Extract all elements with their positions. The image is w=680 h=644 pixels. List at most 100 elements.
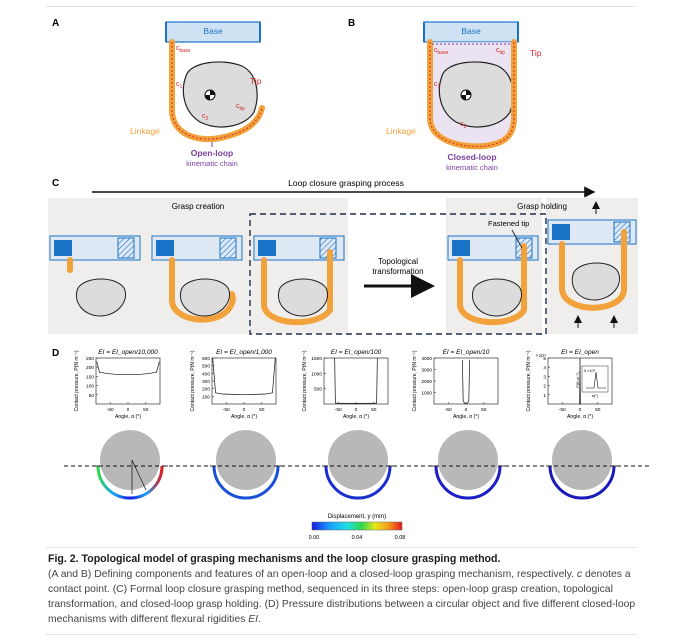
xtick-label-3-1: 0 [465,407,468,413]
xtick-label-2-1: 0 [355,407,358,413]
ytick-label-1-2: 300 [202,379,210,385]
c-tip-label-b: ctip [496,47,505,56]
ytick-label-1-5: 600 [202,356,210,362]
closed-loop-subtitle: kinematic chain [446,163,498,172]
plot-ylabel-4: Contact pressure, P(N m⁻¹) [526,350,532,411]
c2-label-a: c2 [202,113,209,122]
plot-xlabel-3: Angle, α (°) [453,414,479,420]
ytick-label-0-0: 50 [89,393,95,399]
ytick-label-1-0: 100 [202,394,210,400]
c-base-label-b: cbase [434,47,449,56]
ytick-label-4-3: 4 [543,365,546,371]
plot-xlabel-2: Angle, α (°) [343,414,369,420]
ytick-label-0-3: 200 [86,365,94,371]
plot-ylabel-3: Contact pressure, P(N m⁻¹) [412,350,418,411]
ytick-label-1-3: 400 [202,371,210,377]
transformation-box [249,213,547,335]
figure-caption: Fig. 2. Topological model of grasping me… [48,552,638,627]
ytick-label-3-3: 4000 [421,356,432,362]
ytick-label-0-2: 150 [86,374,94,380]
xtick-label-4-1: 0 [579,407,582,413]
ytick-label-3-2: 3000 [421,368,432,374]
caption-title: Fig. 2. Topological model of grasping me… [48,553,501,565]
plot-ylabel-1: Contact pressure, P(N m⁻¹) [190,350,196,411]
ytick-label-1-1: 200 [202,387,210,393]
gripper-step-2 [151,235,243,323]
object-circle-3 [438,430,498,490]
panel-label-a: A [52,18,59,29]
colorbar-tick-0: 0.00 [309,535,320,541]
angle-indicator [131,459,147,491]
deformed-linkage-2 [324,465,392,500]
fastened-tip-label: Fastened tip [488,219,529,228]
inset-axes [581,365,609,393]
ytick-label-3-1: 2000 [421,379,432,385]
ytick-label-2-2: 1500 [311,356,322,362]
c-base-label: cbase [176,45,191,54]
object-circle-0 [100,430,160,490]
object-circle-1 [216,430,276,490]
xtick-label-4-0: -50 [559,407,566,413]
xtick-label-1-0: -50 [223,407,230,413]
open-loop-subtitle: kinematic chain [186,159,238,168]
caption-body: (A and B) Defining components and featur… [48,569,636,625]
deformed-linkage-3 [434,465,502,500]
caption-rule [46,547,636,548]
c1-label-b: c1 [434,81,441,90]
panel-label-b: B [348,18,355,29]
process-label: Loop closure grasping process [288,178,404,188]
ytick-exponent-4: ×10⁴ [536,353,546,359]
plot-title-4: EI = EI_open [561,349,599,356]
ytick-label-3-0: 1000 [421,391,432,397]
plot-axes-3 [433,357,499,405]
panel-c: Loop closure grasping process Grasp crea… [48,178,638,335]
pressure-series-2 [334,357,378,404]
ytick-label-0-4: 250 [86,356,94,362]
colorbar-label: Displacement, y (mm) [328,514,386,520]
ytick-label-4-0: 1 [543,393,546,399]
xtick-label-2-2: 50 [371,407,377,413]
tip-label-b: Tip [530,48,542,58]
linkage-label-b: Linkage [386,126,416,136]
xtick-label-0-0: -50 [107,407,114,413]
panel-label-c: C [52,178,59,189]
top-rule [46,6,636,7]
plot-ylabel-2: Contact pressure, P(N m⁻¹) [302,350,308,411]
ytick-label-1-4: 500 [202,364,210,370]
c1-label-a: c1 [176,81,183,90]
grasped-object-b [438,61,514,128]
plot-ylabel-0: Contact pressure, P(N m⁻¹) [74,350,80,411]
colorbar-tick-1: 0.04 [352,535,363,541]
pressure-series-4 [579,357,581,405]
transform-label-1: Topological [378,257,418,266]
base-label-a: Base [203,26,223,36]
xtick-label-2-0: -50 [335,407,342,413]
plot-xlabel-1: Angle, α (°) [231,414,257,420]
c-tip-label-a: ctip [236,103,245,112]
inset-line [586,371,606,389]
plot-axes-2 [323,357,389,405]
c2-label-b: c2 [460,121,467,130]
open-loop-title: Open-loop [191,148,234,158]
plot-title-0: EI = EI_open/10,000 [98,349,158,356]
inset-ylabel: P(N m⁻¹) [576,372,580,388]
deformed-linkage-0 [96,465,164,500]
figure-2: A Base cbase c1 c2 ctip Tip Linkage Open… [48,18,652,541]
pressure-series-0 [96,361,160,375]
object-circle-4 [552,430,612,490]
pressure-series-3 [462,360,470,405]
xtick-label-3-0: -50 [445,407,452,413]
panel-label-d: D [52,348,59,359]
deformed-linkage-4 [548,465,616,500]
colorbar-tick-2: 0.08 [395,535,406,541]
deformed-linkage-1 [212,465,280,500]
ytick-label-0-1: 100 [86,384,94,390]
ytick-label-4-2: 3 [543,374,546,380]
closed-loop-title: Closed-loop [447,152,496,162]
gripper-step-1 [49,235,141,317]
xtick-label-3-2: 50 [481,407,487,413]
xtick-label-1-1: 0 [243,407,246,413]
linkage-label-a: Linkage [130,126,160,136]
